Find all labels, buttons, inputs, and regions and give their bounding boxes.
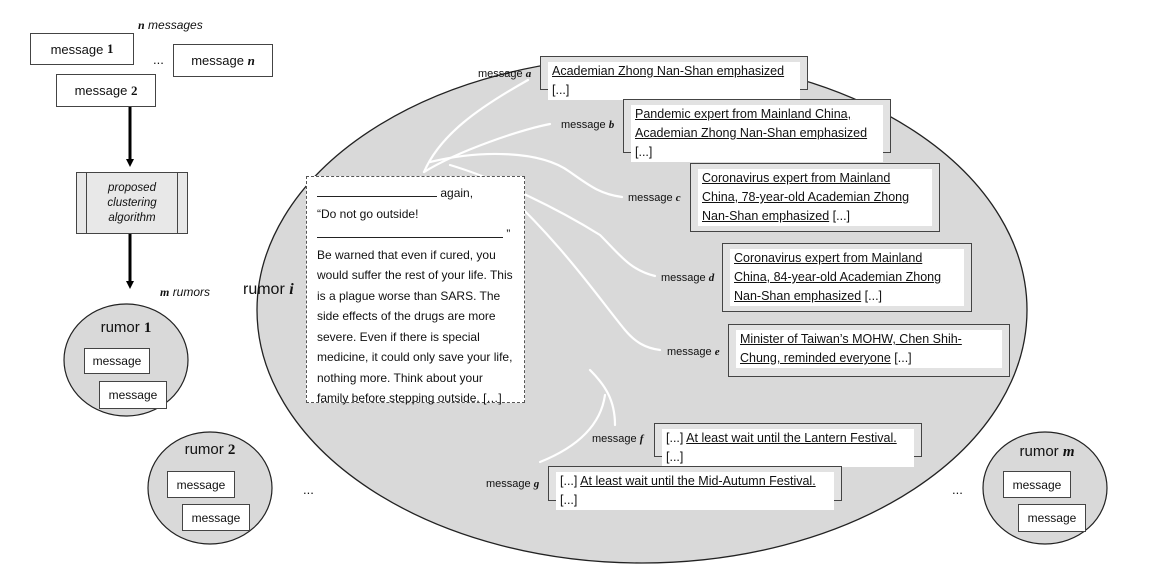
rumor-1-title: rumor 1	[100, 319, 152, 336]
input-message-1: message 1	[30, 33, 134, 65]
rumor-2-message-1: message	[167, 471, 235, 498]
rumor-1-message-2: message	[99, 381, 167, 409]
connector-message-b	[422, 122, 552, 174]
n-messages-label: n messages	[138, 18, 203, 32]
message-b-box: Pandemic expert from Mainland China, Aca…	[623, 99, 891, 162]
cluster-dots-left: ...	[303, 482, 314, 497]
template-blank-1	[317, 184, 437, 197]
input-message-n: message n	[173, 44, 273, 77]
rumor-i-title: rumor i	[243, 281, 294, 298]
message-g-label: message g	[486, 478, 540, 490]
cluster-dots-right: ...	[952, 482, 963, 497]
message-e-label: message e	[667, 346, 720, 358]
message-c-label: message c	[628, 192, 681, 204]
rumor-m-message-1: message	[1003, 471, 1071, 498]
template-body: Be warned that even if cured, you would …	[317, 247, 513, 406]
template-blank-2	[317, 225, 503, 238]
message-b-label: message b	[561, 119, 615, 131]
message-g-box: [...] At least wait until the Mid-Autumn…	[548, 466, 842, 510]
connector-message-f	[588, 368, 617, 427]
message-a-label: message a	[478, 68, 532, 80]
message-e-box: Minister of Taiwan’s MOHW, Chen Shih-Chu…	[728, 324, 1010, 377]
connector-message-e	[488, 176, 662, 352]
message-f-label: message f	[592, 433, 644, 445]
connector-message-c	[428, 152, 624, 199]
m-rumors-label: m rumors	[160, 285, 211, 299]
rumor-1-message-1: message	[84, 348, 150, 374]
message-c-box: Coronavirus expert from Mainland China, …	[690, 163, 940, 232]
rumor-m-message-2: message	[1018, 504, 1086, 532]
message-a-box: Academian Zhong Nan-Shan emphasized [...…	[540, 56, 808, 100]
message-d-box: Coronavirus expert from Mainland China, …	[722, 243, 972, 312]
rumor-2-title: rumor 2	[184, 441, 236, 458]
clustering-algorithm-box: proposed clustering algorithm	[76, 172, 188, 234]
rumor-2-message-2: message	[182, 504, 250, 531]
input-message-2: message 2	[56, 74, 156, 107]
rumor-template-box: again, “Do not go outside! ” Be warned t…	[306, 176, 525, 405]
input-dots: ...	[153, 52, 164, 67]
rumor-m-title: rumor m	[1019, 443, 1075, 460]
connector-message-g	[538, 393, 607, 464]
connector-message-a	[422, 78, 530, 174]
message-d-label: message d	[661, 272, 715, 284]
message-f-box: [...] At least wait until the Lantern Fe…	[654, 423, 922, 467]
